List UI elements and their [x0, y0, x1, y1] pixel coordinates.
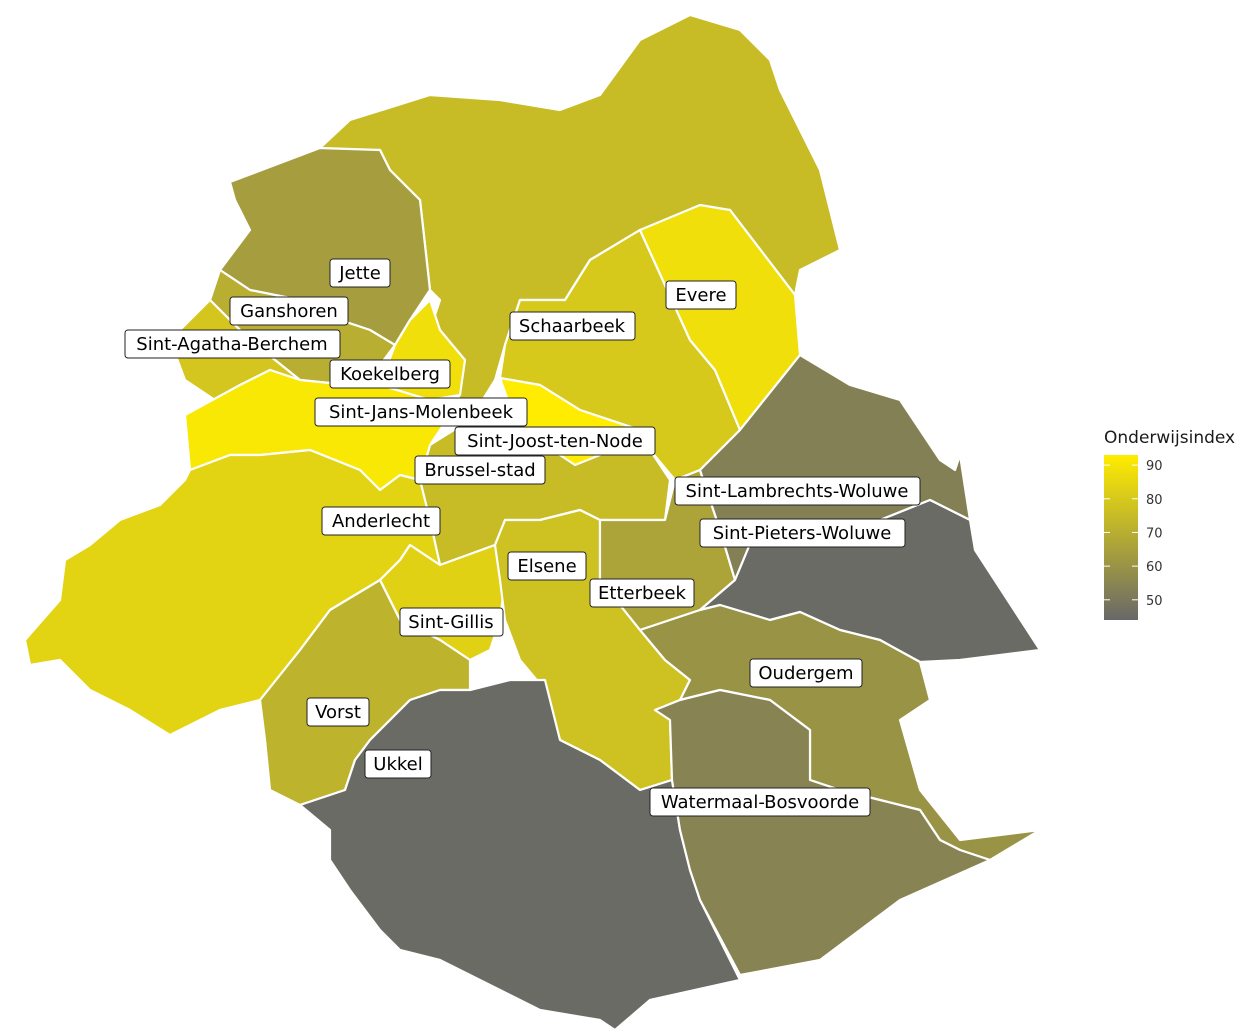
label-schaarbeek: Schaarbeek — [509, 311, 636, 341]
label-sint-jans-molenbeek-text: Sint-Jans-Molenbeek — [329, 402, 514, 423]
label-vorst: Vorst — [306, 697, 370, 727]
label-etterbeek-text: Etterbeek — [598, 583, 687, 604]
label-sint-gillis: Sint-Gillis — [399, 607, 504, 637]
label-sint-pieters-woluwe-text: Sint-Pieters-Woluwe — [713, 523, 892, 544]
label-evere-text: Evere — [675, 285, 726, 306]
label-watermaal-bosvoorde: Watermaal-Bosvoorde — [649, 787, 871, 817]
label-sint-agatha-berchem-text: Sint-Agatha-Berchem — [136, 334, 327, 355]
legend: Onderwijsindex 50 60 70 80 90 — [1104, 428, 1235, 620]
legend-tick-label: 70 — [1146, 526, 1163, 541]
label-ukkel-text: Ukkel — [373, 754, 422, 775]
legend-colorbar — [1104, 455, 1138, 620]
label-anderlecht: Anderlecht — [321, 506, 441, 536]
label-oudergem-text: Oudergem — [758, 663, 853, 684]
label-ganshoren-text: Ganshoren — [240, 301, 338, 322]
label-schaarbeek-text: Schaarbeek — [519, 316, 626, 337]
label-elsene: Elsene — [507, 551, 587, 581]
legend-tick-label: 50 — [1146, 594, 1163, 609]
label-jette-text: Jette — [338, 263, 381, 284]
legend-tick-label: 80 — [1146, 493, 1163, 508]
label-jette: Jette — [329, 258, 391, 288]
label-brussel-stad: Brussel-stad — [414, 455, 546, 485]
label-sint-lambrechts-woluwe-text: Sint-Lambrechts-Woluwe — [686, 481, 909, 502]
label-sint-agatha-berchem: Sint-Agatha-Berchem — [124, 329, 341, 359]
label-evere: Evere — [665, 280, 737, 310]
legend-title: Onderwijsindex — [1104, 428, 1235, 448]
legend-tick-label: 60 — [1146, 560, 1163, 575]
label-anderlecht-text: Anderlecht — [332, 511, 430, 532]
region-watermaal-bosvoorde[interactable] — [653, 688, 992, 977]
legend-ticks: 50 60 70 80 90 — [1104, 459, 1163, 609]
label-oudergem: Oudergem — [749, 658, 863, 688]
label-brussel-stad-text: Brussel-stad — [424, 460, 535, 481]
label-sint-joost-ten-node-text: Sint-Joost-ten-Node — [467, 431, 643, 452]
label-sint-joost-ten-node: Sint-Joost-ten-Node — [454, 426, 656, 456]
legend-tick-label: 90 — [1146, 459, 1163, 474]
label-sint-jans-molenbeek: Sint-Jans-Molenbeek — [314, 397, 528, 427]
label-sint-lambrechts-woluwe: Sint-Lambrechts-Woluwe — [674, 476, 921, 506]
label-elsene-text: Elsene — [517, 556, 576, 577]
label-etterbeek: Etterbeek — [589, 578, 695, 608]
label-ganshoren: Ganshoren — [229, 296, 349, 326]
label-watermaal-bosvoorde-text: Watermaal-Bosvoorde — [661, 792, 859, 813]
label-koekelberg-text: Koekelberg — [340, 364, 440, 385]
label-koekelberg: Koekelberg — [329, 359, 451, 389]
labels-layer: Jette Ganshoren Sint-Agatha-Berchem Koek… — [124, 258, 921, 817]
label-vorst-text: Vorst — [315, 702, 361, 723]
label-sint-gillis-text: Sint-Gillis — [408, 612, 493, 633]
label-sint-pieters-woluwe: Sint-Pieters-Woluwe — [699, 518, 906, 548]
label-ukkel: Ukkel — [364, 749, 432, 779]
